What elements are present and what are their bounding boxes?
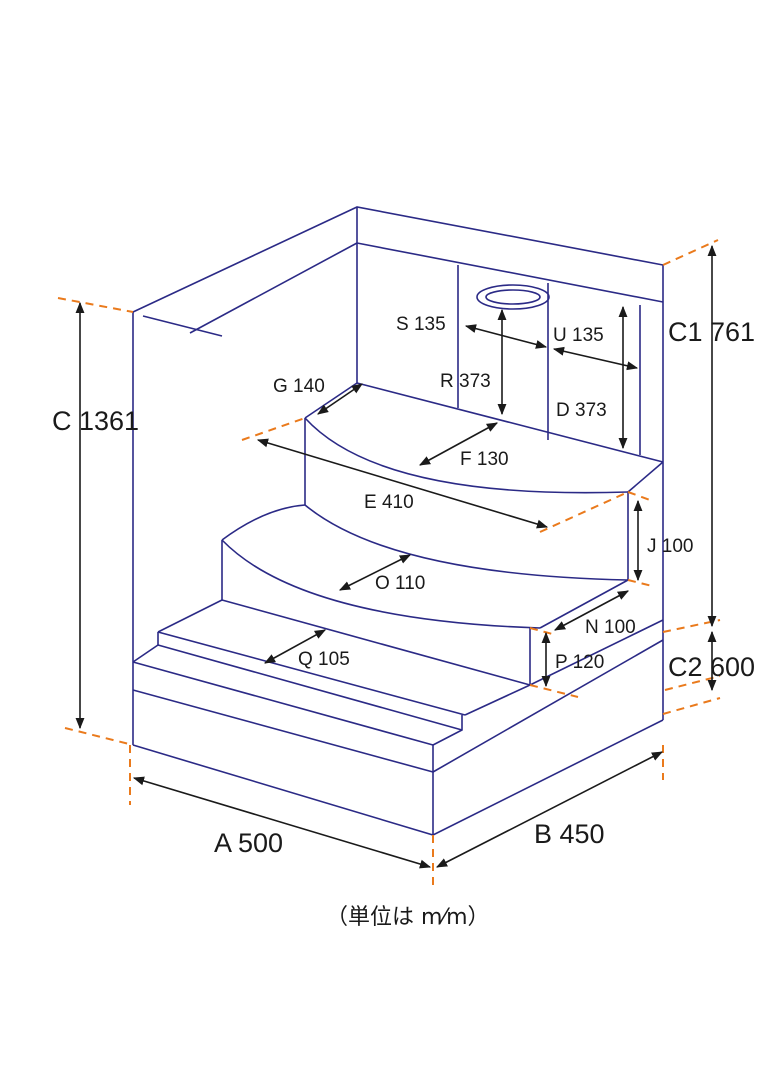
- dim-B: [436, 751, 663, 868]
- dimension-labels: C 1361 C1 761 C2 600 A 500 B 450 S 135 U…: [52, 314, 755, 930]
- dim-S: [464, 324, 548, 349]
- dim-Q: [264, 629, 326, 664]
- label-B: B 450: [534, 819, 605, 849]
- label-P: P 120: [555, 652, 604, 673]
- guide-lines: [57, 239, 721, 888]
- label-J: J 100: [647, 536, 693, 557]
- label-C2: C2 600: [668, 652, 755, 682]
- dim-U: [552, 346, 639, 371]
- label-C1: C1 761: [668, 317, 755, 347]
- dim-N: [554, 590, 629, 631]
- label-A: A 500: [214, 828, 283, 858]
- label-C: C 1361: [52, 406, 139, 436]
- unit-note: （単位は m⁄m）: [326, 905, 490, 930]
- label-D: D 373: [556, 400, 607, 421]
- label-E: E 410: [364, 492, 414, 513]
- label-F: F 130: [460, 449, 509, 470]
- label-O: O 110: [375, 573, 425, 594]
- dim-O: [338, 554, 412, 591]
- label-N: N 100: [585, 617, 636, 638]
- tub-outline: [132, 206, 664, 836]
- label-U: U 135: [553, 325, 604, 346]
- dim-E: [256, 438, 549, 529]
- dimension-arrows: [75, 244, 717, 869]
- label-Q: Q 105: [298, 649, 350, 670]
- drain-icon: [476, 284, 550, 310]
- label-G: G 140: [273, 376, 325, 397]
- label-R: R 373: [440, 371, 491, 392]
- dim-G: [317, 383, 363, 415]
- dim-A: [132, 776, 432, 869]
- label-S: S 135: [396, 314, 446, 335]
